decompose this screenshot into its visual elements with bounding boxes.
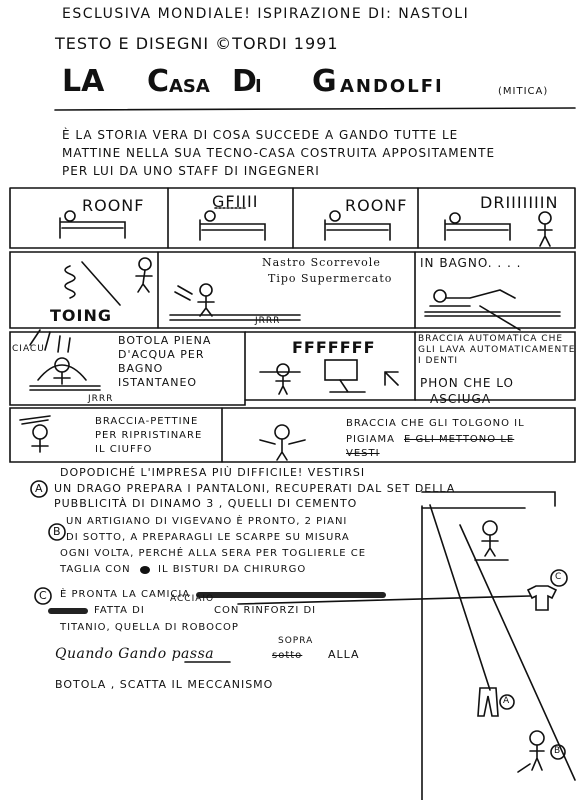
marker-b-label: B — [53, 525, 62, 538]
strip3-sound-1: CIACU — [12, 344, 45, 354]
strip3-caption-9: I DENTI — [418, 356, 459, 366]
bed-4 — [444, 211, 553, 247]
final-line-1b: ALLA — [328, 648, 360, 661]
title-gandolfi-rest: ANDOLFI — [340, 76, 444, 97]
marker-c — [34, 587, 52, 605]
marker-a-label: A — [35, 482, 44, 495]
body-b-line-4b: IL BISTURI DA CHIRURGO — [158, 564, 307, 575]
bed-2 — [199, 207, 266, 241]
body-c-line-2: FATTA DI — [94, 605, 145, 616]
shoe-figure — [517, 730, 566, 773]
strip2-caption-1: Nastro Scorrevole — [262, 256, 381, 269]
standing-figure — [474, 520, 509, 561]
strip3-sound-2: JRRR — [88, 394, 114, 404]
strip3-caption-5: PHON CHE LO — [420, 376, 514, 390]
hair-dryer — [259, 359, 399, 395]
strip3-caption-3: BAGNO — [118, 362, 164, 375]
shirt-figure — [526, 569, 568, 611]
title-gandolfi-initial: G — [312, 64, 337, 99]
body-b-line-3: OGNI VOLTA, PERCHÉ ALLA SERA PER TOGLIER… — [60, 548, 367, 559]
body-b-line-4: TAGLIA CON — [60, 564, 131, 575]
strip4-caption-6: E GLI METTONO LE — [404, 434, 515, 445]
scribble-1 — [196, 592, 386, 598]
conveyor-belt — [169, 283, 301, 321]
bed-1 — [59, 210, 126, 239]
body-intro: DOPODICHÉ L'IMPRESA PIÙ DIFFICILE! VESTI… — [60, 466, 366, 479]
strip1-sound-3: ROONF — [345, 196, 408, 215]
strip1-sound-4: DRIIIIIIIN — [480, 193, 559, 212]
final-note: SOPRA — [278, 636, 314, 646]
strip3-caption-2: D'ACQUA PER — [118, 348, 205, 361]
body-b-line-2: DI SOTTO, A PREPARAGLI LE SCARPE SU MISU… — [66, 532, 350, 543]
fig-b-label: B — [554, 746, 561, 756]
strip3-caption-7: BRACCIA AUTOMATICA CHE — [418, 334, 564, 344]
title-di-initial: D — [232, 64, 257, 99]
marker-a — [30, 480, 48, 498]
strip3-caption-8: GLI LAVA AUTOMATICAMENTE — [418, 345, 576, 355]
strip2-sound-1: TOING — [50, 306, 112, 325]
title-di-rest: I — [255, 76, 262, 97]
strip3-caption-6: ASCIUGA — [430, 392, 492, 406]
bed-3 — [324, 210, 391, 241]
strip2-caption-2: Tipo Supermercato — [268, 272, 393, 285]
strip3-caption-1: BOTOLA PIENA — [118, 334, 212, 347]
title-casa-initial: C — [147, 64, 170, 99]
comb-figure — [19, 415, 51, 453]
strip1-sound-2: GFIIII — [212, 192, 259, 211]
intro-line-2: MATTINE NELLA SUA TECNO-CASA COSTRUITA A… — [62, 146, 496, 160]
body-a-line-1: UN DRAGO PREPARA I PANTALONI, RECUPERATI… — [54, 482, 456, 495]
strip4-caption-1: BRACCIA-PETTINE — [95, 416, 199, 427]
strip2-frame — [9, 251, 576, 329]
final-line-1: Quando Gando passa — [55, 646, 215, 662]
strip4-caption-4: BRACCIA CHE GLI TOLGONO IL — [346, 418, 525, 429]
strip4-caption-3: IL CIUFFO — [95, 444, 153, 455]
fig-c-label: C — [555, 572, 562, 582]
header-line-1: ESCLUSIVA MONDIALE! ISPIRAZIONE DI: NAST… — [62, 6, 470, 22]
pajama-figure — [259, 424, 306, 461]
header-line-2: TESTO E DISEGNI ©TORDI 1991 — [55, 34, 339, 53]
body-c-line-3: TITANIO, QUELLA DI ROBOCOP — [60, 622, 239, 633]
strip4-caption-2: PER RIPRISTINARE — [95, 430, 203, 441]
final-strike: sotto — [272, 650, 303, 661]
strip3-caption-4: ISTANTANEO — [118, 376, 198, 389]
marker-c-label: C — [39, 589, 48, 602]
strip3-frame — [9, 331, 246, 406]
blot-mark — [140, 566, 150, 574]
body-b-line-1: UN ARTIGIANO DI VIGEVANO È PRONTO, 2 PIA… — [66, 516, 348, 527]
title-note: (MITICA) — [498, 86, 549, 97]
pants-figure — [477, 687, 515, 717]
strip4-frame — [9, 407, 576, 463]
strip3-sound-3: FFFFFFF — [292, 338, 376, 357]
intro-line-1: È LA STORIA VERA DI COSA SUCCEDE A GANDO… — [62, 128, 459, 142]
final-line-2: BOTOLA , SCATTA IL MECCANISMO — [55, 678, 274, 691]
strip2-caption-3: IN BAGNO. . . . — [420, 256, 522, 270]
scribble-2 — [48, 608, 88, 614]
bathroom-scene — [424, 289, 561, 331]
body-c-line-1: È PRONTA LA CAMICIA — [60, 589, 191, 600]
intro-line-3: PER LUI DA UNO STAFF DI INGEGNERI — [62, 164, 320, 178]
strip4-caption-5: PIGIAMA — [346, 434, 395, 445]
title-casa-rest: ASA — [169, 76, 210, 97]
strip4-caption-7: VESTI — [346, 448, 380, 459]
body-c-note: ACCIAIO — [170, 594, 215, 604]
water-trap — [29, 329, 101, 391]
strip2-sound-2: JRRR — [255, 316, 281, 326]
spring-figure — [64, 257, 153, 306]
marker-b — [48, 523, 66, 541]
title-la: LA — [62, 64, 105, 99]
body-a-line-2: PUBBLICITÀ DI DINAMO 3 , QUELLI DI CEMEN… — [54, 497, 358, 510]
strip1-sound-1: ROONF — [82, 196, 145, 215]
fig-a-label: A — [503, 696, 510, 706]
body-c-line-2b: CON RINFORZI DI — [214, 605, 317, 616]
